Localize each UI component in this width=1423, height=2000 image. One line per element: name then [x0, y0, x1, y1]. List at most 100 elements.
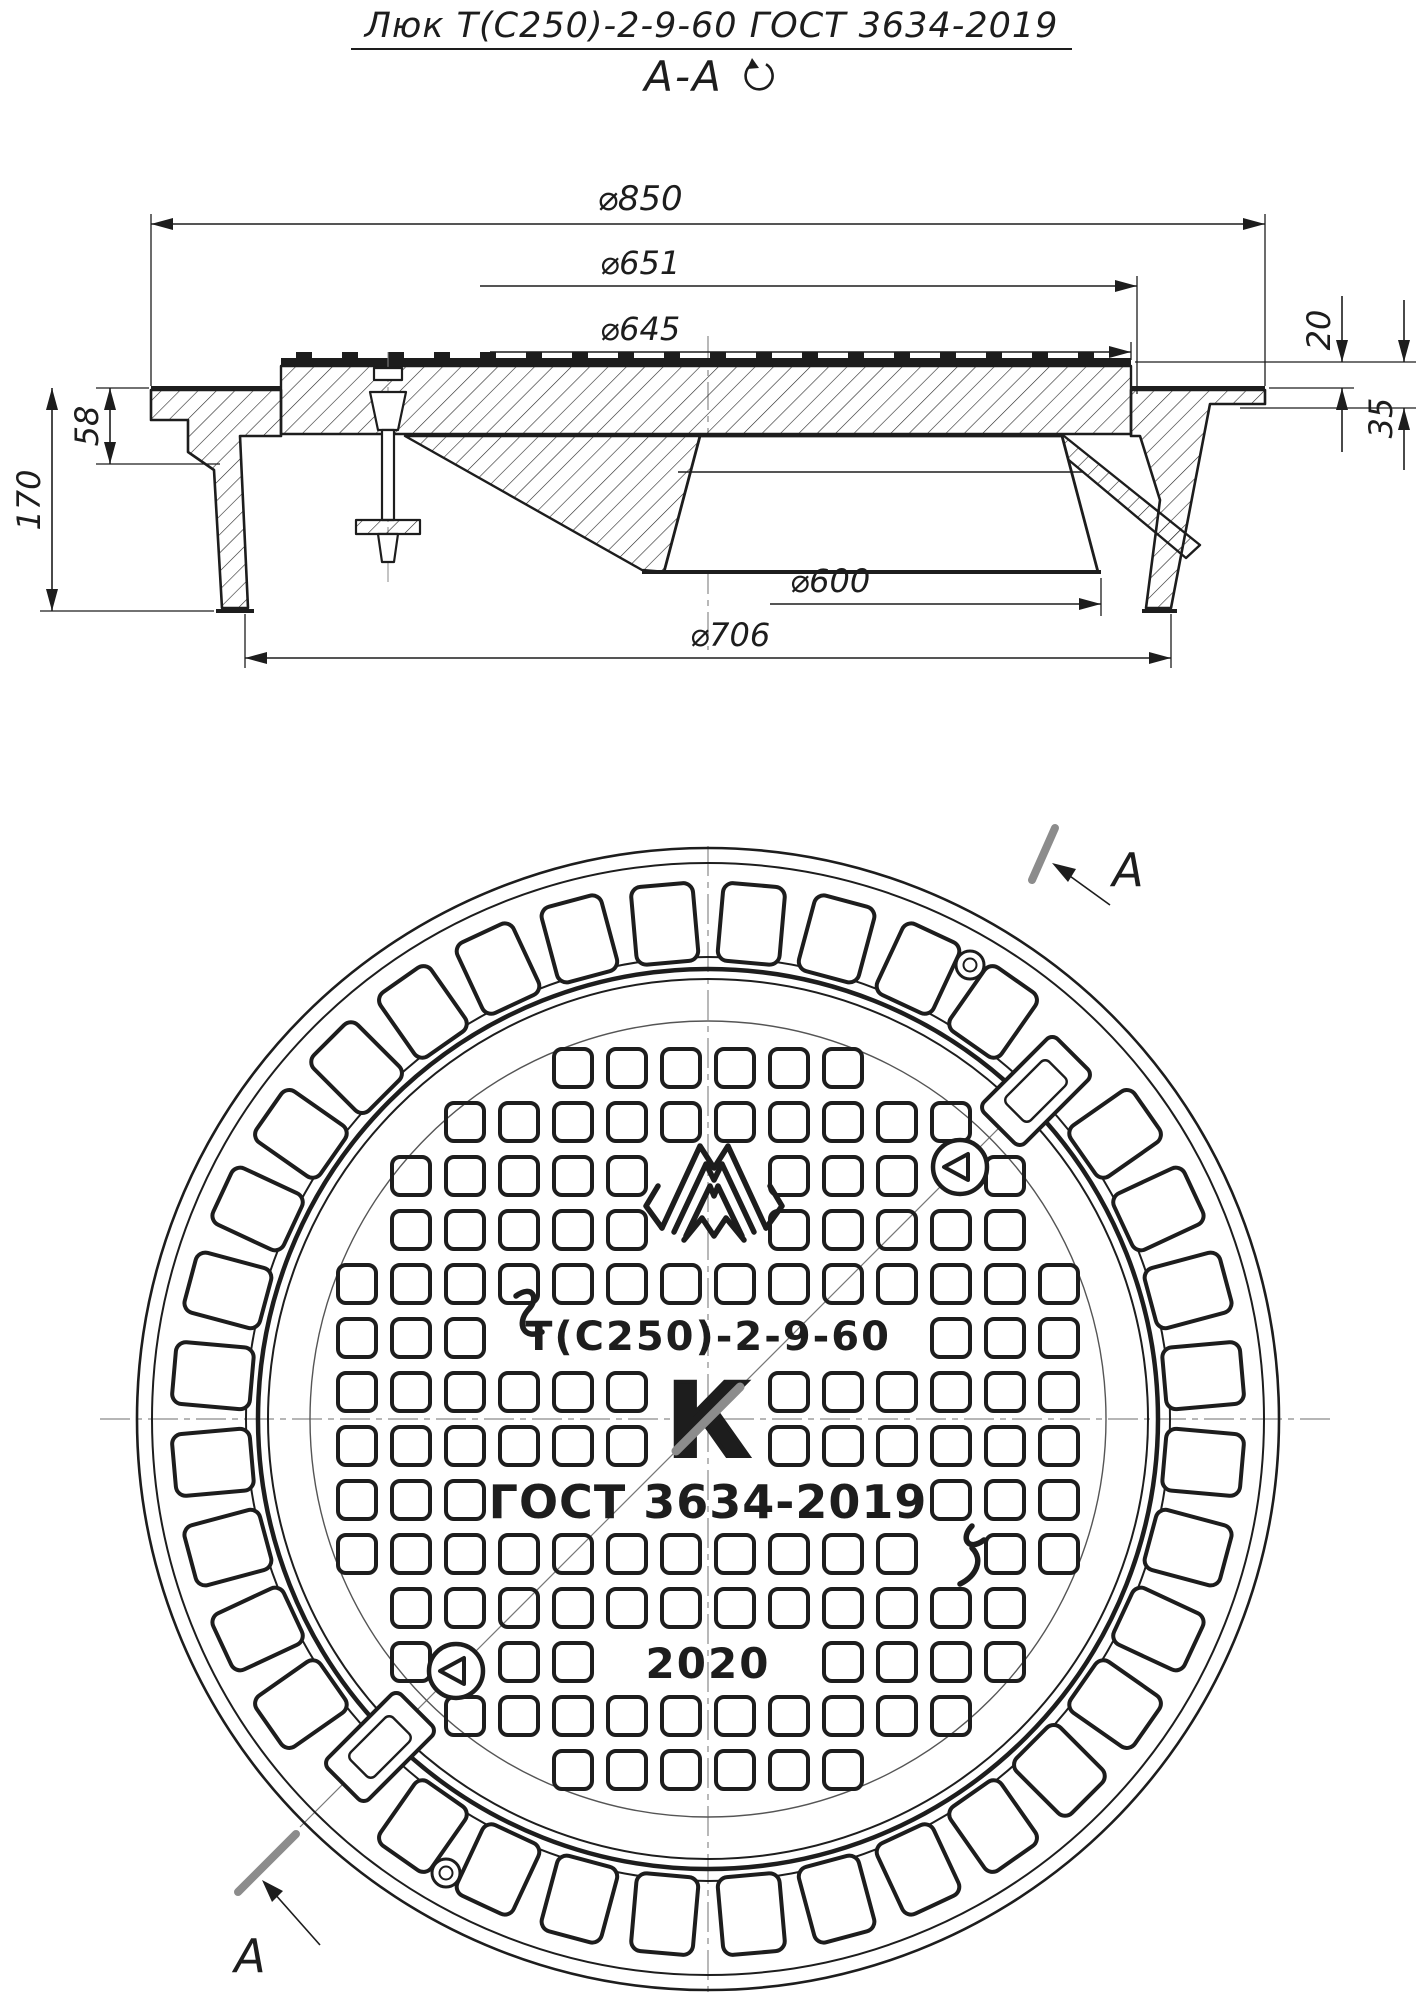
- relief-square: [822, 1371, 864, 1413]
- relief-square: [498, 1101, 540, 1143]
- rim-pad: [377, 964, 469, 1060]
- relief-square: [768, 1209, 810, 1251]
- relief-square: [876, 1695, 918, 1737]
- relief-square: [552, 1209, 594, 1251]
- relief-square: [606, 1101, 648, 1143]
- rim-pad: [715, 1871, 787, 1957]
- manufacturer-logo-icon: [643, 1143, 785, 1243]
- relief-square: [498, 1371, 540, 1413]
- relief-square: [660, 1695, 702, 1737]
- relief-square: [822, 1263, 864, 1305]
- rim-pad: [629, 881, 701, 967]
- relief-square: [1038, 1317, 1080, 1359]
- relief-square: [822, 1695, 864, 1737]
- relief-square: [714, 1047, 756, 1089]
- pry-slot-markers: [426, 1137, 990, 1701]
- section-view-label: А-А: [0, 52, 1423, 101]
- relief-square: [930, 1101, 972, 1143]
- relief-square: [984, 1479, 1026, 1521]
- relief-square: [390, 1209, 432, 1251]
- cover-bump: [1032, 352, 1048, 359]
- cover-bump: [618, 352, 634, 359]
- rim-pad: [1142, 1250, 1234, 1331]
- relief-square: [714, 1695, 756, 1737]
- relief-square: [930, 1695, 972, 1737]
- rim-pad: [1111, 1585, 1206, 1673]
- rim-pad: [170, 1426, 256, 1498]
- rim-pad: [1012, 1723, 1107, 1818]
- section-marker-letter-top: А: [1109, 843, 1143, 897]
- relief-square: [822, 1101, 864, 1143]
- cover-bump: [848, 352, 864, 359]
- relief-square: [930, 1641, 972, 1683]
- rim-pad: [947, 964, 1039, 1060]
- lock-pin-detail: [354, 352, 422, 585]
- cover-inner-edge-circle: [267, 978, 1149, 1860]
- cover-marking-line1: Т(С250)-2-9-60: [525, 1314, 891, 1360]
- relief-square: [336, 1263, 378, 1305]
- rim-pad: [874, 1822, 962, 1917]
- rim-pad: [182, 1250, 274, 1331]
- rim-pad: [1067, 1658, 1163, 1750]
- rim-pad: [1067, 1088, 1163, 1180]
- cover-bump: [572, 352, 588, 359]
- relief-square: [552, 1263, 594, 1305]
- relief-square: [876, 1209, 918, 1251]
- relief-square: [336, 1317, 378, 1359]
- relief-square: [336, 1425, 378, 1467]
- lock-lugs: [324, 1035, 1092, 1803]
- cover-marking: Т(С250)-2-9-60 К ГОСТ 3634-2019 2020: [489, 1314, 927, 1688]
- relief-square: [498, 1263, 540, 1305]
- relief-square: [606, 1263, 648, 1305]
- relief-square: [660, 1749, 702, 1791]
- dimension-lines: [51, 223, 1405, 659]
- relief-square: [930, 1587, 972, 1629]
- relief-square: [552, 1587, 594, 1629]
- rim-pad: [1111, 1165, 1206, 1253]
- dim-d651: ⌀651: [600, 244, 680, 282]
- rim-pad: [454, 921, 542, 1016]
- cover-bump: [940, 352, 956, 359]
- dim-d850: ⌀850: [597, 179, 682, 219]
- relief-square: [930, 1479, 972, 1521]
- relief-square: [606, 1371, 648, 1413]
- relief-square: [1038, 1263, 1080, 1305]
- relief-square: [714, 1101, 756, 1143]
- relief-square: [1038, 1371, 1080, 1413]
- relief-square: [660, 1587, 702, 1629]
- relief-square: [822, 1047, 864, 1089]
- relief-square: [984, 1209, 1026, 1251]
- cover-bump: [296, 352, 312, 359]
- rim-pad: [1160, 1340, 1246, 1412]
- relief-square: [768, 1533, 810, 1575]
- relief-square: [822, 1587, 864, 1629]
- relief-square: [1038, 1425, 1080, 1467]
- cover-bump: [342, 352, 358, 359]
- rim-pad: [796, 1853, 877, 1945]
- cover-rib-wedge: [403, 434, 702, 574]
- relief-square: [876, 1533, 918, 1575]
- relief-square: [714, 1587, 756, 1629]
- relief-square: [390, 1587, 432, 1629]
- relief-square: [444, 1317, 486, 1359]
- relief-square: [498, 1533, 540, 1575]
- plan-view: Т(С250)-2-9-60 К ГОСТ 3634-2019 2020 А А: [100, 824, 1330, 1998]
- relief-square: [768, 1425, 810, 1467]
- relief-square: [768, 1263, 810, 1305]
- rim-pad: [539, 893, 620, 985]
- relief-square: [444, 1587, 486, 1629]
- relief-square: [444, 1695, 486, 1737]
- relief-square: [390, 1155, 432, 1197]
- relief-square: [390, 1263, 432, 1305]
- relief-square: [390, 1479, 432, 1521]
- relief-square: [444, 1209, 486, 1251]
- relief-square: [930, 1371, 972, 1413]
- section-marker-top: А: [1028, 824, 1144, 906]
- relief-square: [1038, 1533, 1080, 1575]
- relief-square: [606, 1749, 648, 1791]
- dim-v35: 35: [1362, 398, 1400, 439]
- rim-pad: [210, 1165, 305, 1253]
- relief-square: [606, 1047, 648, 1089]
- relief-square: [1038, 1479, 1080, 1521]
- relief-square: [552, 1425, 594, 1467]
